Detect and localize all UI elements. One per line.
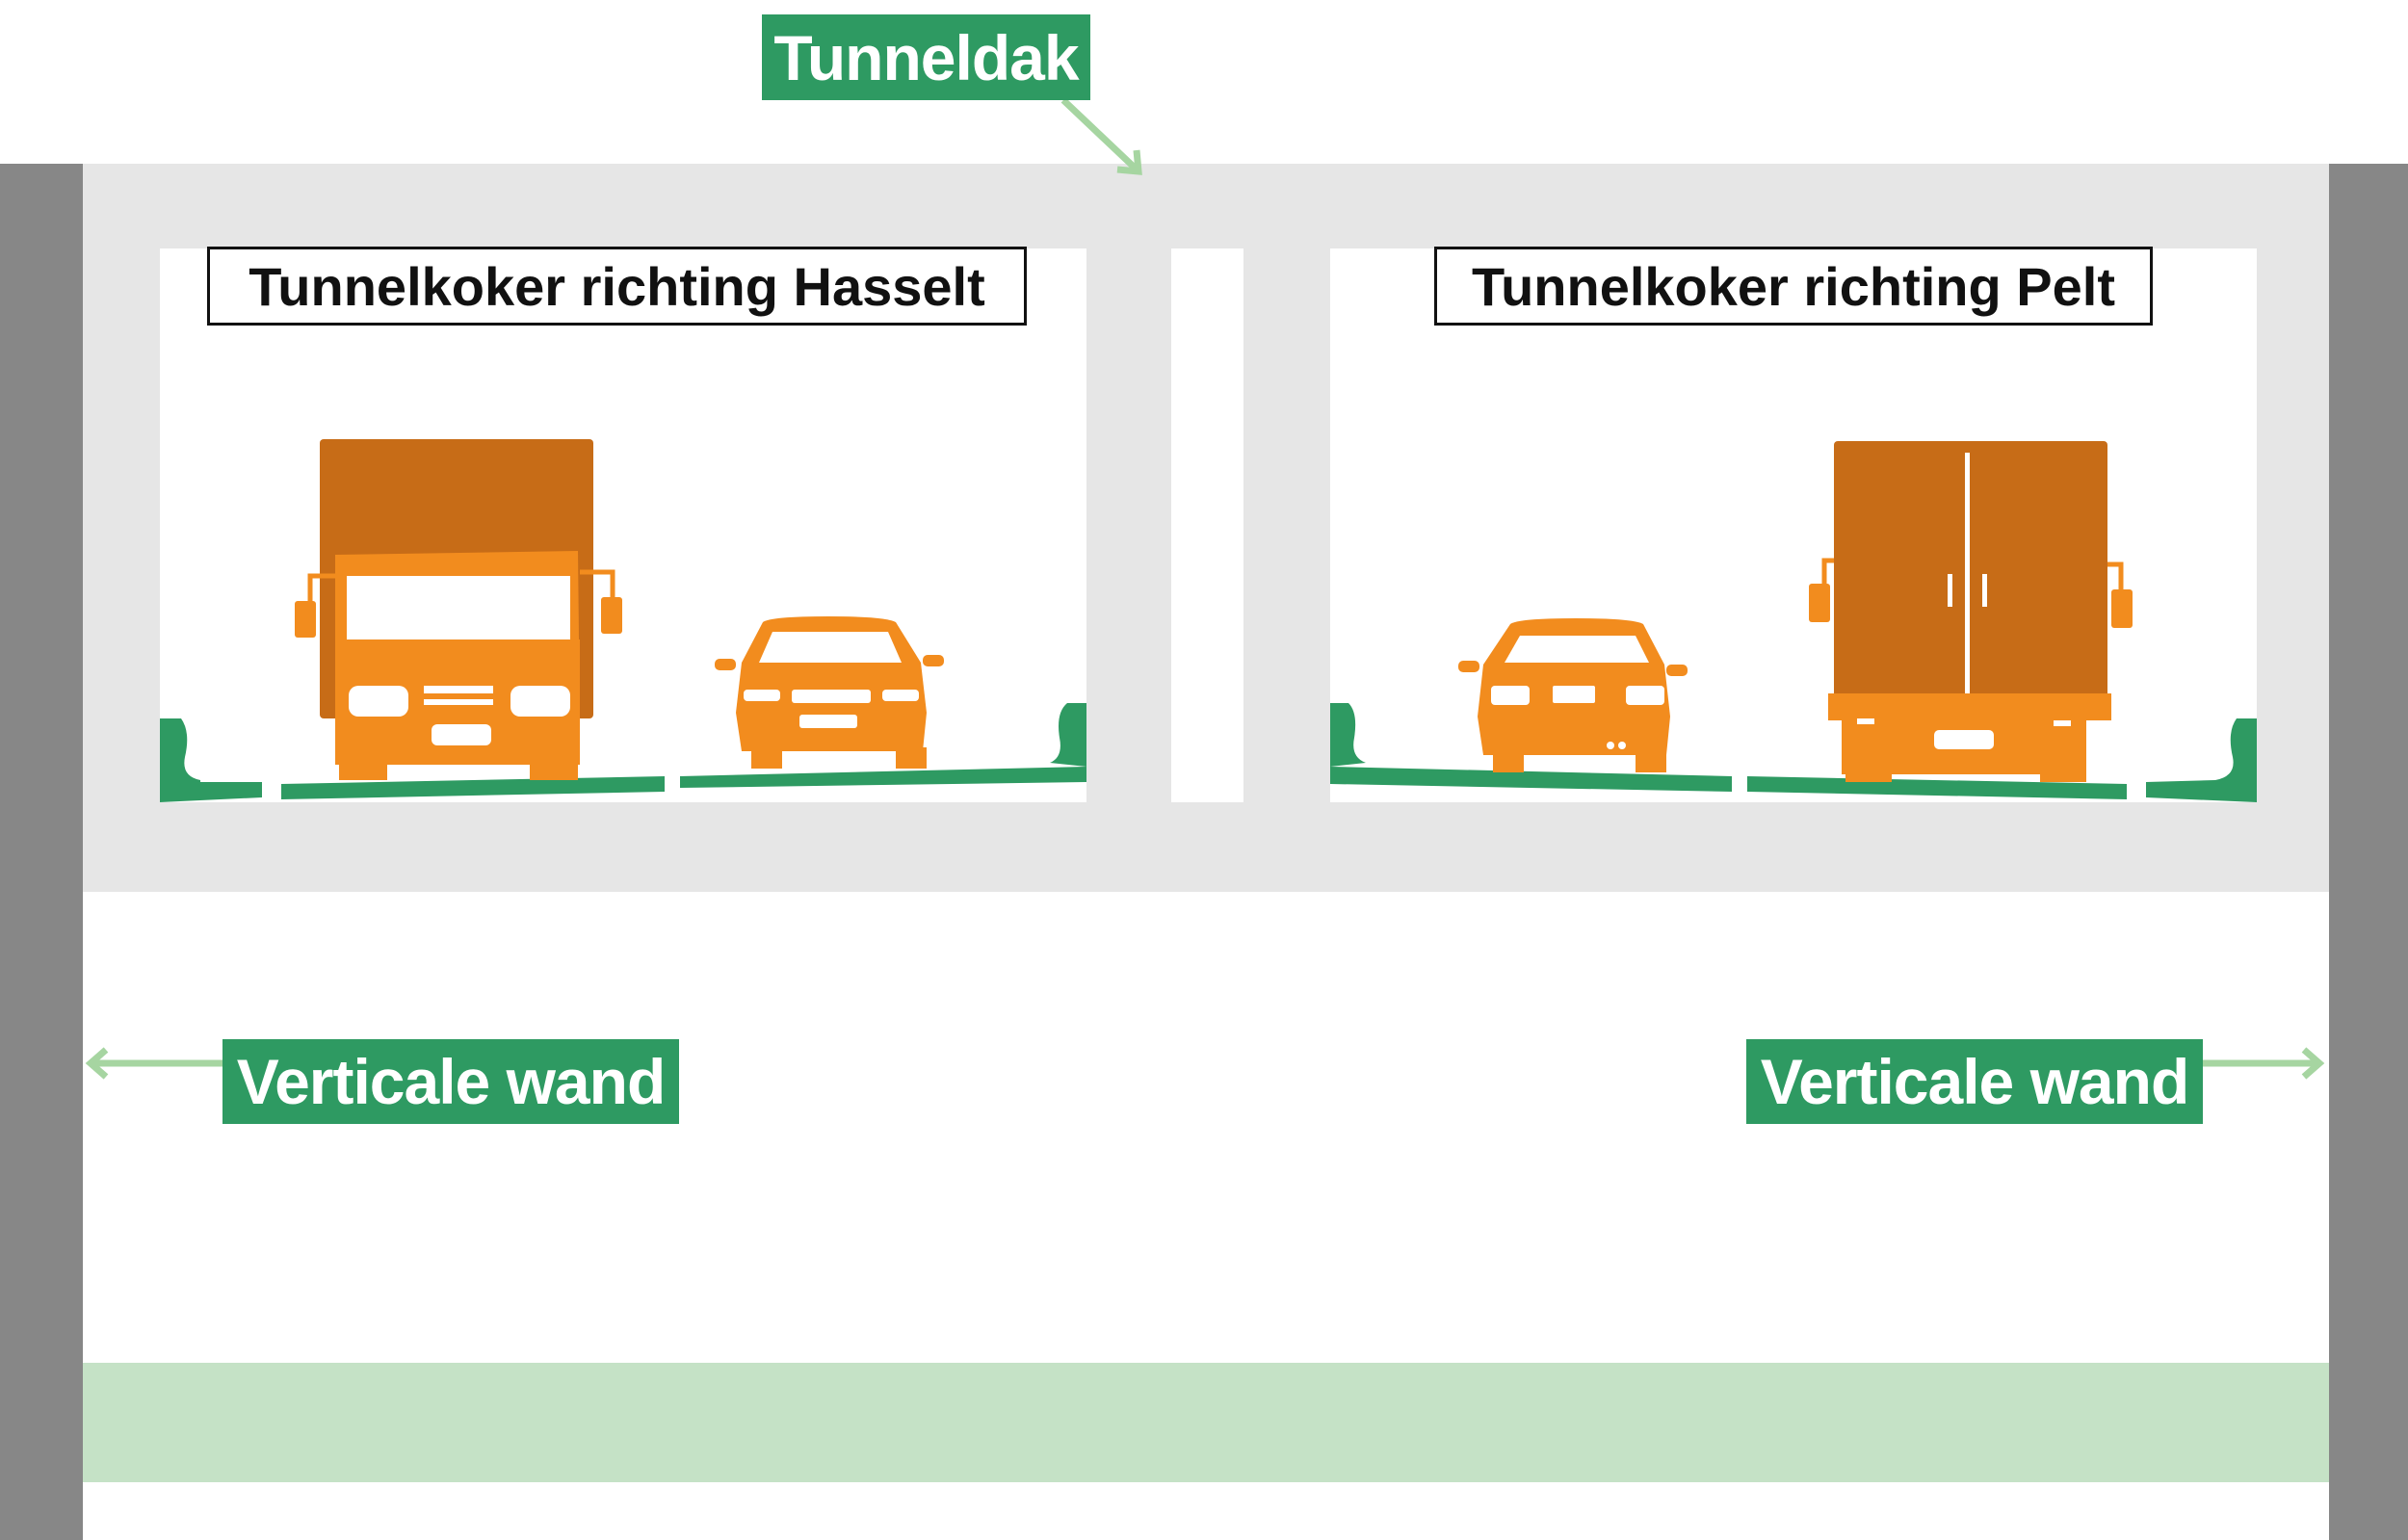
left-vertical-wall — [0, 164, 83, 1540]
roof-label: Tunneldak — [762, 14, 1090, 100]
tunnel-bore-left — [160, 248, 1086, 802]
bore-left-label: Tunnelkoker richting Hasselt — [207, 247, 1027, 326]
wall-left-label: Verticale wand — [222, 1039, 679, 1124]
bore-right-label: Tunnelkoker richting Pelt — [1434, 247, 2153, 326]
wall-right-label: Verticale wand — [1746, 1039, 2203, 1124]
tunnel-middle-gap — [1171, 248, 1243, 802]
right-vertical-wall — [2329, 164, 2408, 1540]
floor-band — [83, 1363, 2329, 1482]
